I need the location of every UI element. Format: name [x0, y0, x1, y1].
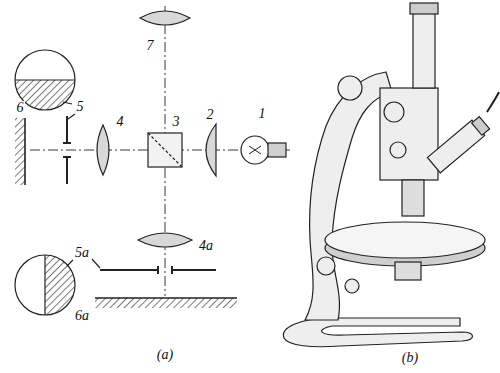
- knob: [384, 102, 404, 122]
- microscope: [283, 3, 499, 347]
- specimen: [95, 297, 237, 299]
- callout-number: 5a: [74, 246, 90, 260]
- field-boundary: [15, 79, 75, 80]
- lens: [138, 233, 192, 247]
- leader-line: [67, 260, 73, 266]
- leader-line: [92, 259, 100, 268]
- objective: [402, 180, 424, 216]
- eyepiece-tube: [413, 12, 435, 88]
- leader-line: [68, 114, 75, 119]
- focus-knob: [338, 76, 362, 100]
- callout-number: 2: [206, 108, 215, 122]
- callout-number: 6a: [74, 309, 90, 323]
- field-boundary: [44, 255, 45, 315]
- callout-number: 7: [146, 39, 155, 53]
- callout-number: 1: [258, 107, 267, 121]
- callout-number: 5: [76, 100, 85, 114]
- lamp-filament: [249, 146, 261, 154]
- callout-number: 3: [172, 115, 181, 129]
- diaphragm: [63, 116, 71, 184]
- field-hatch: [45, 255, 75, 315]
- callout-number: 6: [16, 101, 25, 115]
- specimen: [24, 118, 26, 185]
- cable: [487, 92, 499, 112]
- lamp-base: [268, 143, 286, 157]
- illuminator-cap: [472, 117, 490, 136]
- field-circle: [15, 255, 75, 315]
- prism-face: [148, 133, 182, 167]
- callout-number: 4a: [198, 239, 214, 253]
- body: [380, 88, 438, 180]
- knob: [390, 142, 406, 158]
- leader-line: [63, 102, 72, 104]
- diaphragm: [100, 266, 216, 274]
- prism-cube: [148, 133, 182, 167]
- lamp-bulb: [241, 136, 269, 164]
- eyepiece: [410, 3, 438, 14]
- knob: [345, 279, 359, 293]
- condenser: [395, 262, 421, 280]
- panel-label: (b): [401, 351, 419, 365]
- lens: [97, 125, 109, 175]
- callout-number: 4: [116, 115, 125, 129]
- microscope-base: [283, 318, 472, 347]
- focus-knob: [317, 257, 335, 275]
- panel-label: (a): [156, 348, 174, 362]
- lens: [206, 124, 216, 176]
- specimen-hatch: [15, 118, 25, 185]
- stage: [325, 222, 485, 258]
- lens: [140, 11, 190, 25]
- specimen-hatch: [95, 298, 237, 308]
- microscope-arm: [305, 72, 392, 320]
